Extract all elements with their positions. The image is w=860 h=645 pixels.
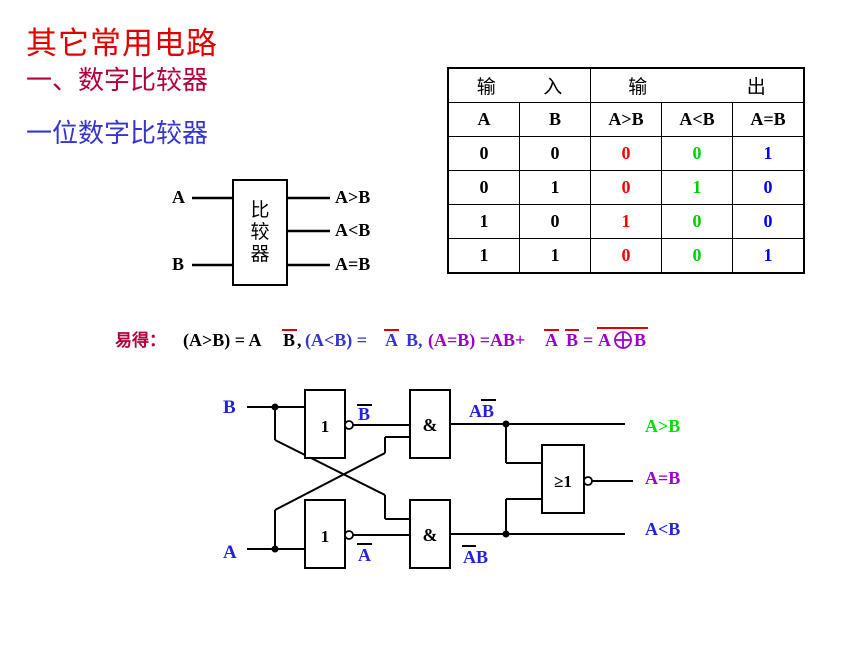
- table-cell: 1: [447, 204, 520, 239]
- box-char-2: 较: [250, 221, 269, 243]
- formula-eq-left: (A=B) =AB+: [428, 330, 525, 351]
- formula-xor-b: B: [634, 330, 646, 350]
- inverter-bubble: [583, 476, 593, 486]
- logic-circuit: B A 1 B 1 A & & A B A B ≥1: [223, 389, 680, 569]
- block-output-eq: A=B: [335, 254, 370, 274]
- and-gate-top-label: &: [423, 415, 438, 435]
- table-cell: 1: [732, 238, 805, 274]
- and-gate-bottom-label: &: [423, 525, 438, 545]
- formula-lt-left: (A<B) =: [305, 330, 367, 351]
- formula-comma: ,: [297, 330, 302, 350]
- circuit-output-eq: A=B: [645, 468, 680, 488]
- label-ab-bar-bot-a: A: [463, 547, 476, 567]
- table-row: 0 1 0 1 0: [447, 170, 805, 205]
- formula-eq-bar-b: B: [566, 330, 578, 350]
- circuit-input-a: A: [223, 542, 237, 563]
- table-cell: 0: [447, 136, 520, 171]
- column-header: B: [519, 102, 591, 137]
- column-header: A<B: [661, 102, 733, 137]
- and-gate-top: [409, 389, 451, 459]
- column-header: A: [447, 102, 520, 137]
- box-char-1: 比: [250, 199, 269, 221]
- group-input-header: 输 入: [447, 67, 591, 103]
- section-heading: 一、数字比较器: [26, 66, 209, 96]
- label-ab-bar-top-a: A: [469, 401, 482, 421]
- and-gate-bottom: [409, 499, 451, 569]
- table-row: 1 0 1 0 0: [447, 204, 805, 239]
- nor-gate-label: ≥1: [554, 472, 572, 491]
- subsection-heading: 一位数字比较器: [26, 119, 209, 149]
- table-cell: 0: [590, 238, 662, 274]
- formula-gt-bar: B: [283, 330, 295, 350]
- block-input-a: A: [172, 187, 185, 207]
- truth-table: 输 入 输 出 A B A>B A<B A=B 0 0 0 0 1 0 1 0 …: [447, 67, 805, 274]
- table-group-header: 输 入 输 出: [447, 67, 805, 103]
- formula-gt-left: (A>B) = A: [183, 330, 262, 351]
- label-ab-bar-bot-b: B: [476, 547, 488, 567]
- table-cell: 0: [732, 204, 805, 239]
- block-output-lt: A<B: [335, 220, 370, 240]
- comparator-box: [232, 179, 288, 286]
- formula-eq-sign: =: [583, 330, 593, 350]
- table-cell: 1: [590, 204, 662, 239]
- label-ab-bar-top-b: B: [482, 401, 494, 421]
- table-cell: 1: [519, 238, 591, 274]
- column-header: A=B: [732, 102, 805, 137]
- table-cell: 1: [447, 238, 520, 274]
- wire-a-cross: [274, 452, 386, 511]
- inverter-bubble: [344, 420, 354, 430]
- circuit-output-lt: A<B: [645, 519, 680, 539]
- table-row: 1 1 0 0 1: [447, 238, 805, 274]
- block-output-gt: A>B: [335, 187, 370, 207]
- box-char-3: 器: [250, 243, 269, 265]
- formula-lt-right: B,: [406, 330, 423, 350]
- not-gate-top: [304, 389, 346, 459]
- column-header: A>B: [590, 102, 662, 137]
- group-output-header: 输 出: [590, 67, 805, 103]
- table-column-header: A B A>B A<B A=B: [447, 102, 805, 137]
- comparator-block-diagram: A B 比 较 器 A>B A<B A=B: [172, 179, 370, 286]
- table-cell: 0: [519, 136, 591, 171]
- table-row: 0 0 0 0 1: [447, 136, 805, 171]
- inverter-bubble: [344, 530, 354, 540]
- table-cell: 0: [447, 170, 520, 205]
- not-gate-top-label: 1: [321, 417, 330, 436]
- circuit-input-b: B: [223, 397, 236, 418]
- formula-lt-bar: A: [385, 330, 398, 350]
- label-b-bar: B: [358, 404, 370, 424]
- formula-prefix: 易得：: [115, 330, 166, 351]
- table-cell: 0: [590, 170, 662, 205]
- table-cell: 1: [661, 170, 733, 205]
- table-cell: 1: [519, 170, 591, 205]
- table-cell: 1: [732, 136, 805, 171]
- table-cell: 0: [661, 136, 733, 171]
- label-a-bar: A: [358, 545, 371, 565]
- wire-b-cross: [274, 439, 386, 496]
- table-cell: 0: [519, 204, 591, 239]
- page-title: 其它常用电路: [26, 26, 218, 62]
- table-cell: 0: [661, 238, 733, 274]
- circuit-output-gt: A>B: [645, 416, 680, 436]
- formula-eq-bar-a: A: [545, 330, 558, 350]
- not-gate-bottom-label: 1: [321, 527, 330, 546]
- table-cell: 0: [661, 204, 733, 239]
- table-cell: 0: [732, 170, 805, 205]
- formula-xor-a: A: [598, 330, 611, 350]
- block-input-b: B: [172, 254, 184, 274]
- formula-line: 易得： (A>B) = A B , (A<B) = A B, (A=B) =AB…: [115, 327, 648, 351]
- table-cell: 0: [590, 136, 662, 171]
